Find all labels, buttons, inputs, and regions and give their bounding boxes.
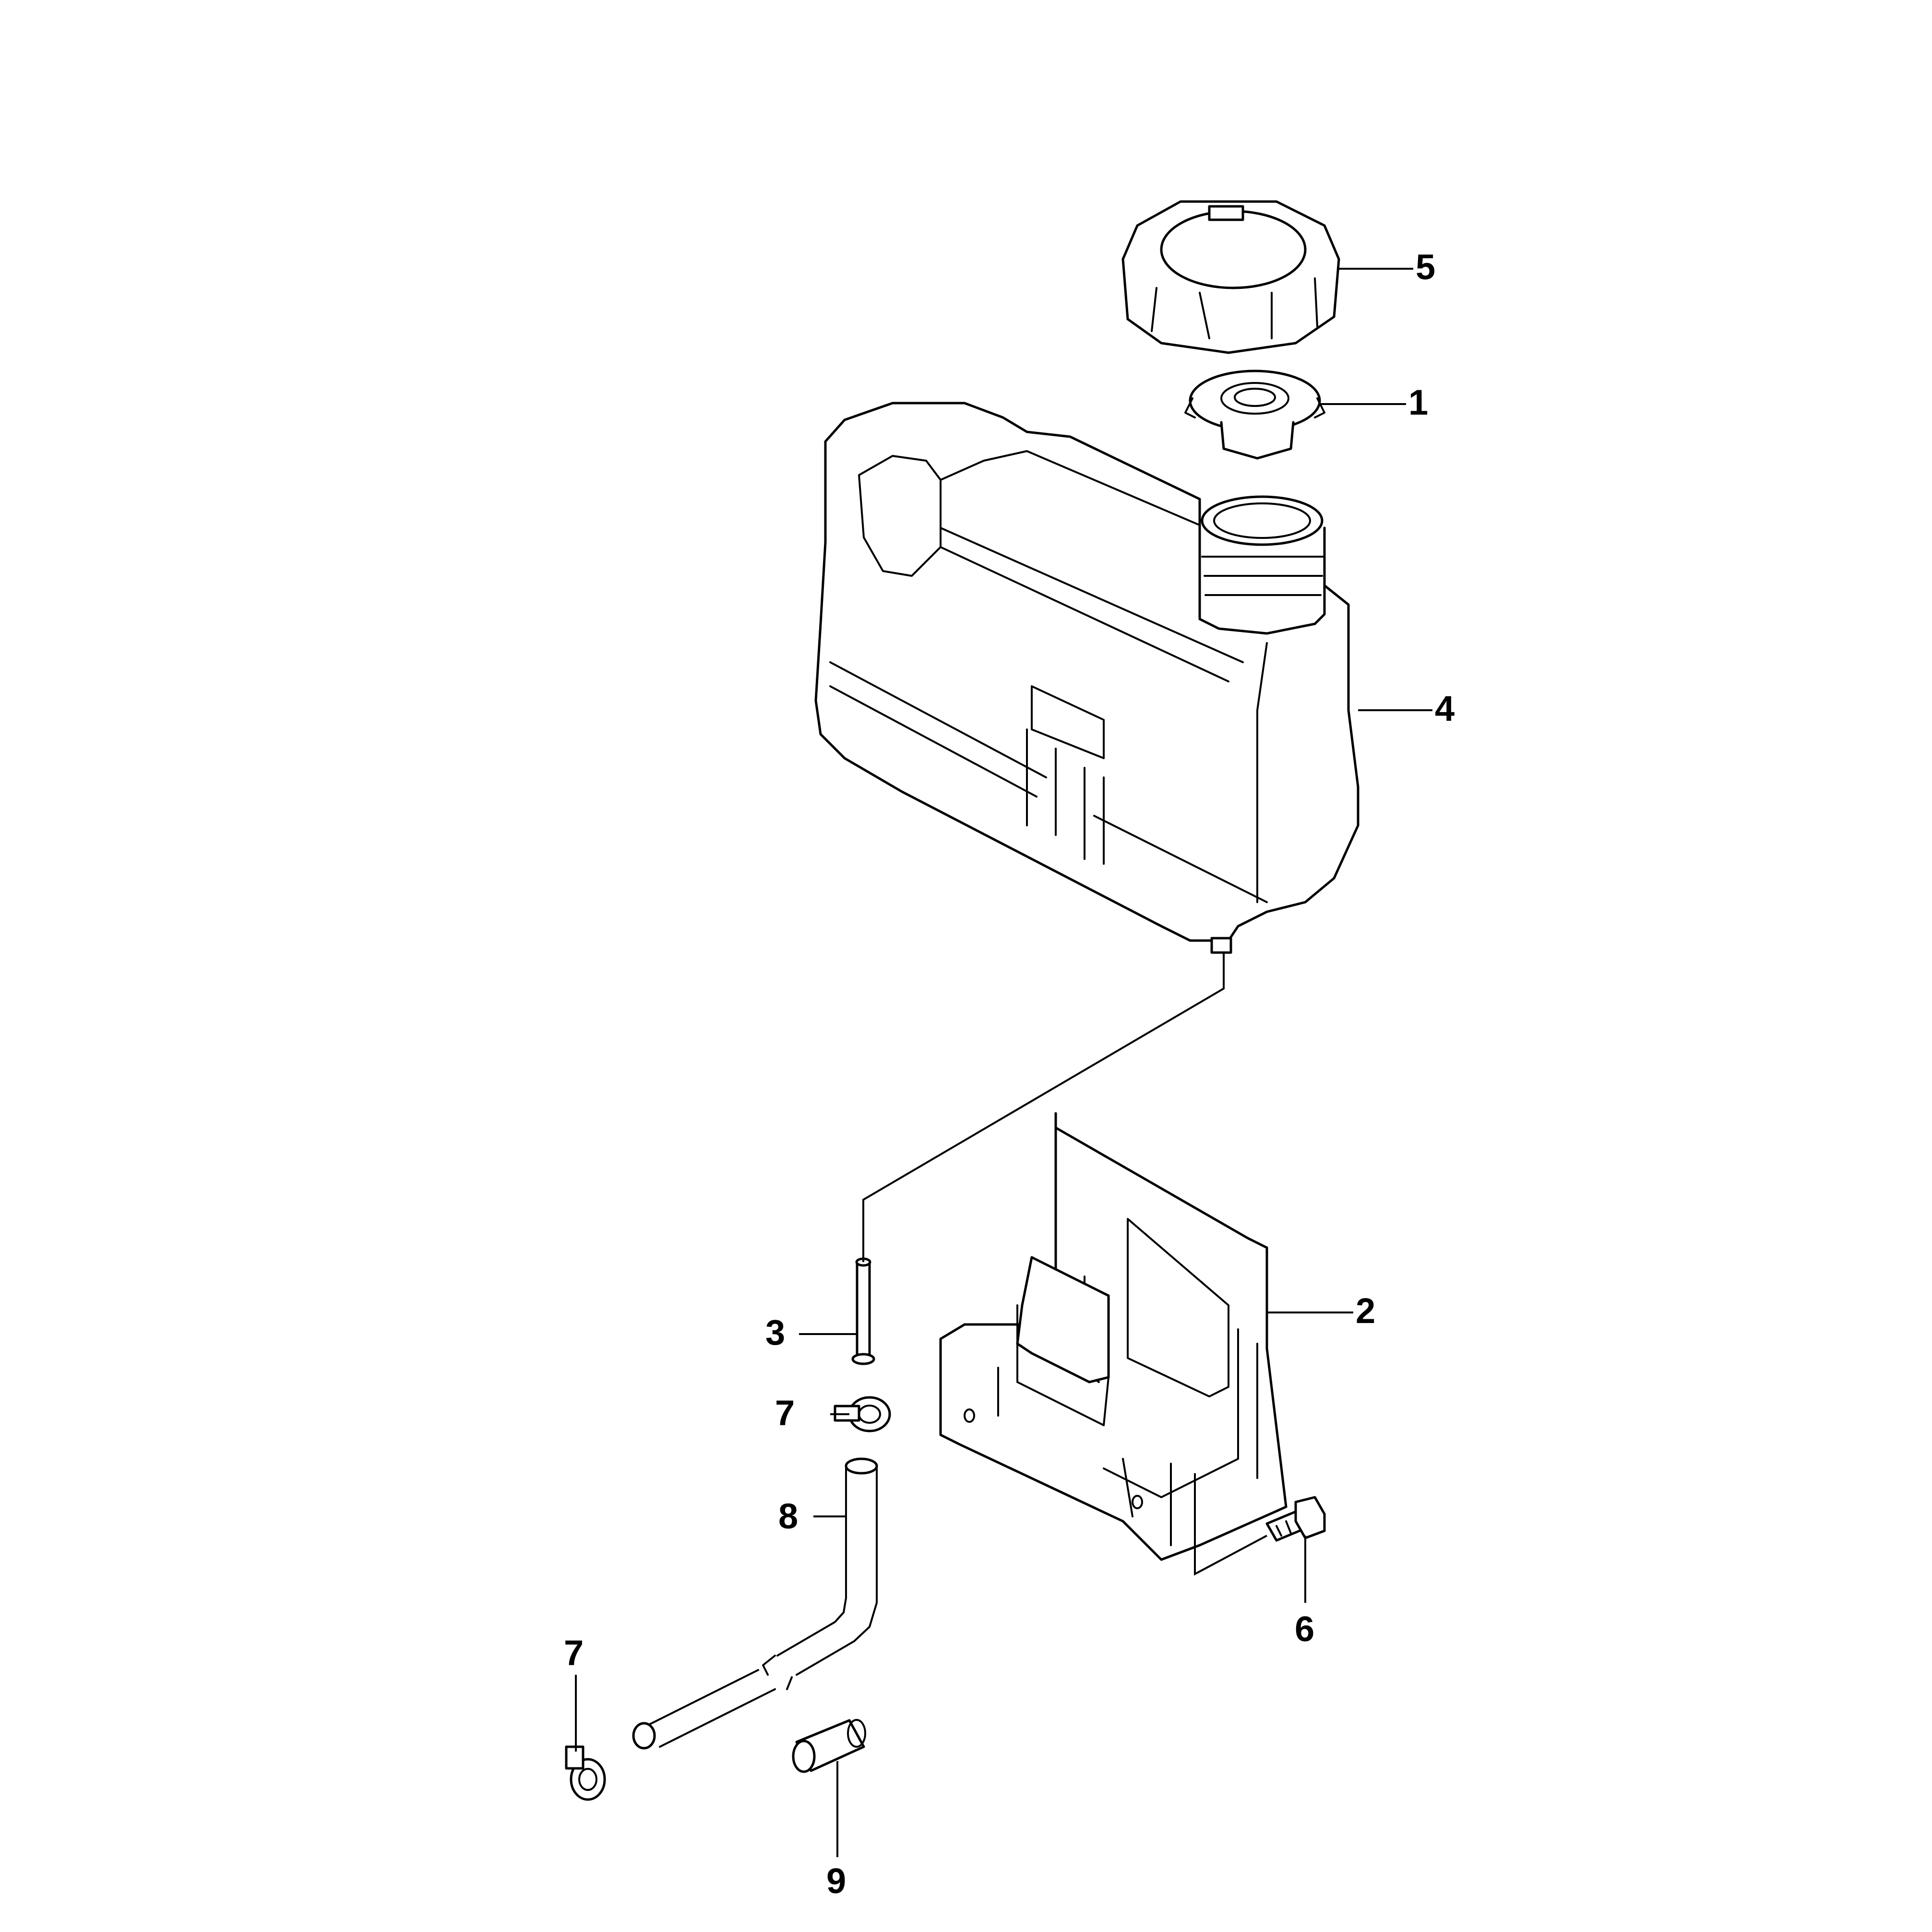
part-4-fuel-tank[interactable]: [814, 402, 1360, 954]
part-6-screw[interactable]: [1265, 1496, 1326, 1542]
part-8-fuel-hose[interactable]: [632, 1457, 878, 1750]
callout-9: 9: [826, 1861, 846, 1901]
part-5-tank-cap[interactable]: [1121, 200, 1340, 354]
part-1-cap-seal[interactable]: [1184, 370, 1325, 460]
callout-2: 2: [1356, 1291, 1375, 1331]
leader-lines: [575, 268, 1432, 1857]
callout-8: 8: [778, 1496, 798, 1536]
part-3-fuel-filter[interactable]: [851, 1257, 875, 1365]
part-7-hose-clamp-upper[interactable]: [834, 1396, 891, 1432]
part-7-hose-clamp-lower[interactable]: [565, 1745, 606, 1801]
callout-6: 6: [1295, 1609, 1314, 1649]
callout-1: 1: [1408, 382, 1428, 422]
callout-7-upper: 7: [775, 1393, 795, 1433]
callout-4: 4: [1435, 689, 1455, 728]
callout-3: 3: [765, 1312, 785, 1352]
callout-7-lower: 7: [564, 1633, 584, 1673]
callout-labels: 5 1 4 2 3 7 8 7 9 6: [564, 247, 1455, 1901]
callout-5: 5: [1416, 247, 1435, 287]
part-9-sleeve[interactable]: [792, 1719, 866, 1773]
part-2-bracket[interactable]: [939, 1112, 1288, 1561]
